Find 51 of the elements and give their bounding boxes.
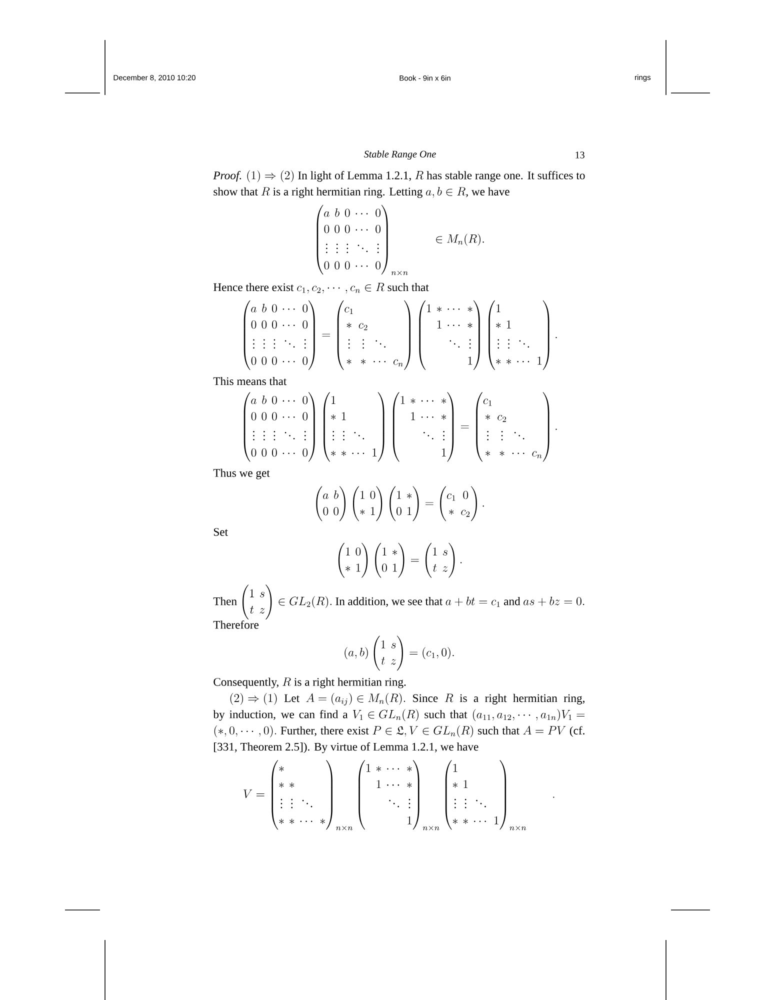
label: $(2)\Rightarrow(1)$ <box>230 692 277 705</box>
label: Therefore <box>213 620 259 629</box>
page-number: 13 <box>576 152 584 158</box>
label: $V_1\in GL_n(R)$ <box>352 709 418 722</box>
label: $P\in\mathfrak{L},V\in GL_n(R)$ <box>372 725 474 738</box>
label: $(1)\Rightarrow(2)$ <box>247 170 294 182</box>
label: $(*,0,\cdots,0).$ <box>214 725 276 738</box>
label: is a right hermitian ring, <box>460 694 584 704</box>
paragraph: Set <box>214 528 228 536</box>
paragraph: Consequently, $R$ is a right hermitian ring. <box>214 678 406 688</box>
display-equation: $\begin{pmatrix}a&b&0&\cdots&0\\ 0&0&0&\cdots&0\\ \vdots&\vdots&\vdots&\ddots&\vdots\\ 0&0&0&\cdots&0\end{pmatrix}=\begin{pmatrix}c_1&&&\\ {*}&c_2&&\\ \vdots&\vdots&\ddots&\\ {*}&{*}&\cdots&c_n\end{pmatrix}\begin{pmatrix}1&{*}&\cdots&{*}\\ &1&\cdots&{*}\\ &&\ddots&\vdots\\ &&&1\end{pmatrix}\begin{pmatrix}1&&&\\ {*}&1&&\\ \vdots&\vdots&\ddots&\\ {*}&{*}&\cdots&1\end{pmatrix}.$ <box>244 300 557 370</box>
display-equation: $V=\begin{pmatrix}{*}&&&\\ {*}&{*}&&\\ \vdots&\vdots&\ddots&\\ {*}&{*}&\cdots&{*}\end{pmatrix}_{n\times n}\begin{pmatrix}1&{*}&\cdots&{*}\\ &1&\cdots&{*}\\ &&\ddots&\vdots\\ &&&1\end{pmatrix}_{n\times n}\begin{pmatrix}1&&&\\ {*}&1&&\\ \vdots&\vdots&\ddots&\\ {*}&{*}&\cdots&1\end{pmatrix}_{n\times n}\qquad.$ <box>244 760 554 830</box>
paragraph: Thus we get <box>213 468 270 480</box>
display-equation: $\begin{pmatrix}a&b\\ 0&0\end{pmatrix}\begin{pmatrix}1&0\\ {*}&1\end{pmatrix}\begin{pmatrix}1&{*}\\ 0&1\end{pmatrix}=\begin{pmatrix}c_1&0\\ {*}&c_2\end{pmatrix}.$ <box>316 486 484 522</box>
label: such that <box>478 726 520 734</box>
label: Proof. <box>213 171 242 182</box>
label: $A=(a_{ij})\in M_n(R).$ <box>306 692 406 706</box>
display-equation: $\begin{pmatrix}1&0\\ {*}&1\end{pmatrix}\begin{pmatrix}1&{*}\\ 0&1\end{pmatrix}=\begin{pmatrix}1&s\\ t&z\end{pmatrix}.$ <box>338 542 462 578</box>
label: Further, there exist <box>280 726 369 736</box>
label: $R$ <box>444 694 454 702</box>
display-equation: $\begin{pmatrix}a&b&0&\cdots&0\\ 0&0&0&\cdots&0\\ \vdots&\vdots&\vdots&\ddots&\vdots\\ 0&0&0&\cdots&0\end{pmatrix}\begin{pmatrix}1&&&\\ {*}&1&&\\ \vdots&\vdots&\ddots&\\ {*}&{*}&\cdots&1\end{pmatrix}\begin{pmatrix}1&{*}&\cdots&{*}\\ &1&\cdots&{*}\\ &&\ddots&\vdots\\ &&&1\end{pmatrix}=\begin{pmatrix}c_1&&&\\ {*}&c_2&&\\ \vdots&\vdots&\ddots&\\ {*}&{*}&\cdots&c_n\end{pmatrix}.$ <box>244 392 557 462</box>
label: In addition, we see that <box>336 597 443 607</box>
label: $R$ <box>415 171 424 180</box>
label: , we have <box>466 187 510 198</box>
label: show that <box>214 187 258 196</box>
paragraph: Hence there exist $c_1,c_2,\cdots,c_n\in R$ such that <box>214 282 429 294</box>
label: In light of Lemma 1.2.1, <box>298 171 411 182</box>
paragraph: This means that <box>213 376 287 386</box>
label: $a+bt=c_1$ <box>446 596 500 607</box>
label: by induction, we can find a <box>213 710 348 721</box>
label: $(a_{11},a_{12},\cdots,a_{1n})V_1=$ <box>472 709 585 722</box>
label: [331, Theorem 2.5]). By virtue of Lemma 1.2.1, we have <box>214 742 478 754</box>
paragraph: Proof. $(1)\Rightarrow(2)$ In light of Lemma 1.2.1, $R$ has stable range one. It suffices to show that $R$ is a right hermitian ring. Letting $a,b\in R$, we have <box>213 170 585 198</box>
label: has stable range one. It suffices to <box>426 171 585 182</box>
label: such that <box>424 710 468 718</box>
paragraph: $(2)\Rightarrow(1)$ Let $A=(a_{ij})\in M_n(R).$ Since $R$ is a right hermitian ring, by induction, we can find a $V_1\in GL_n(R)$ such that $(a_{11},a_{12},\cdots,a_{1n})V_1=$ $(*,0,\cdots,0).$ Further, there exist $P\in\mathfrak{L},V\in GL_n(R)$ such that $A=PV$ (cf. [331, Theorem 2.5]). By virtue of Lemma 1.2.1, we have <box>213 692 585 754</box>
label: Let <box>284 694 300 702</box>
label: is a right hermitian ring. Letting <box>273 187 422 198</box>
label: $a,b\in R$ <box>426 187 466 198</box>
running-head: Stable Range One <box>364 150 436 160</box>
display-equation: $\begin{pmatrix}a&b&0&\cdots&0\\ 0&0&0&\cdots&0\\ \vdots&\vdots&\vdots&\ddots&\vdots\\ 0&0&0&\cdots&0\end{pmatrix}_{n\times n}\qquad\in M_n(R).$ <box>316 204 484 276</box>
label: $\begin{pmatrix}1&s\\ t&z\end{pmatrix}\in GL_2(R).$ <box>242 584 332 620</box>
paragraph: Then $\begin{pmatrix}1&s\\ t&z\end{pmatrix}\in GL_2(R).$ In addition, we see that $a+bt=c_1$ and $as+bz=0.$ Therefore <box>213 584 584 629</box>
label: Since <box>413 694 438 702</box>
label: $A=PV$ <box>523 726 566 735</box>
label: and <box>504 597 520 606</box>
label: $R$ <box>261 187 270 196</box>
label: Then <box>213 597 237 606</box>
label: $as+bz=0.$ <box>524 596 584 606</box>
display-equation: $(a,b)\begin{pmatrix}1&s\\ t&z\end{pmatrix}=(c_1,0).$ <box>344 636 454 671</box>
label: (cf. <box>570 726 584 737</box>
